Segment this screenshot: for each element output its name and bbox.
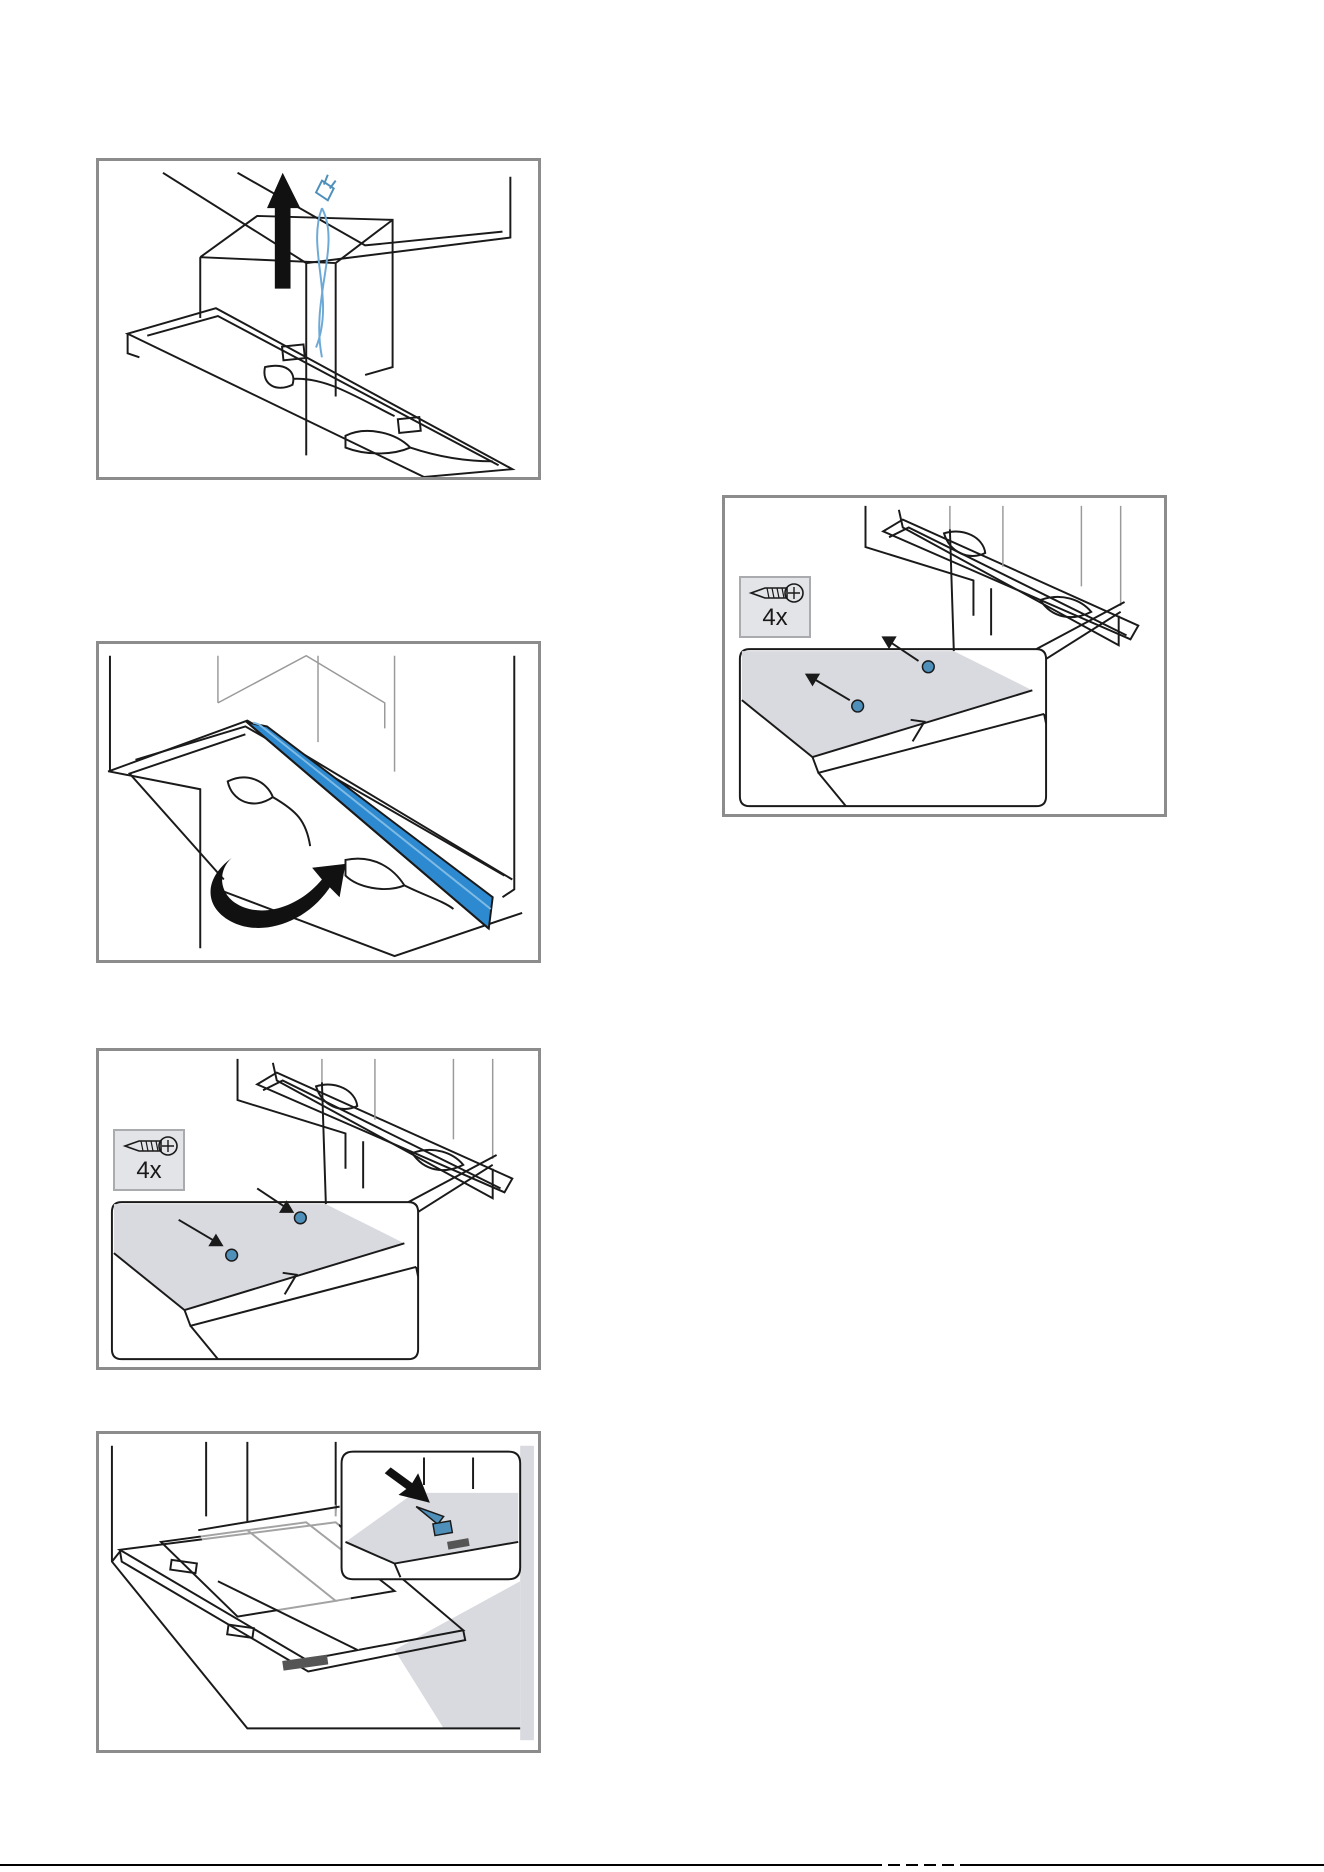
screw-icon <box>121 1135 179 1157</box>
figure-screw-remove: 4x <box>722 495 1167 817</box>
screw-quantity-label: 4x <box>115 1157 183 1185</box>
figure-filter-clip <box>96 1431 541 1753</box>
illustration-remove-box <box>99 161 538 477</box>
screw-quantity-badge: 4x <box>739 576 811 638</box>
illustration-fold-panel <box>99 644 538 960</box>
screw-quantity-label: 4x <box>741 604 809 632</box>
screw-icon <box>747 582 805 604</box>
footer-rule <box>0 1864 1324 1866</box>
illustration-screw-fasten <box>99 1051 538 1367</box>
illustration-screw-remove <box>725 498 1164 814</box>
screw-quantity-badge: 4x <box>113 1129 185 1191</box>
illustration-filter-clip <box>99 1434 538 1750</box>
figure-screw-fasten: 4x <box>96 1048 541 1370</box>
figure-fold-panel <box>96 641 541 963</box>
figure-remove-box <box>96 158 541 480</box>
